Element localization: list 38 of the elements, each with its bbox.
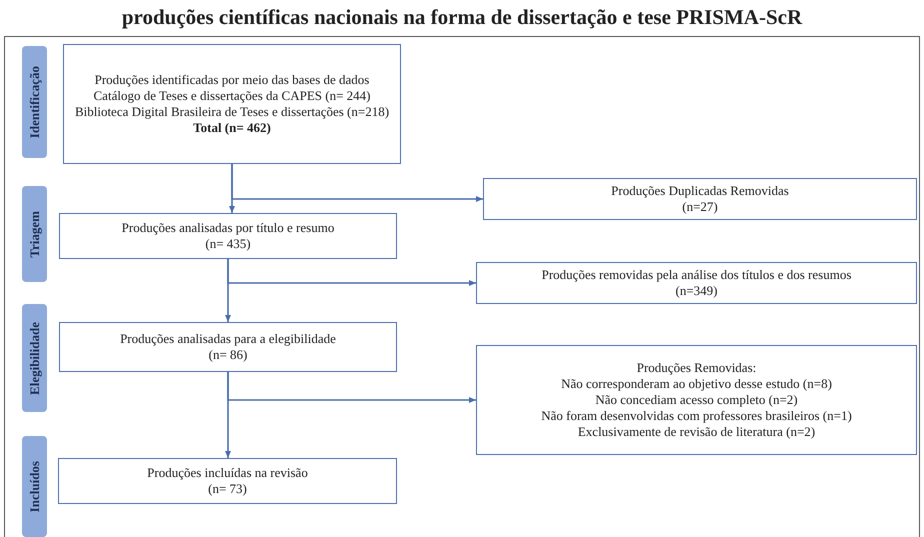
box-text: Não foram desenvolvidas com professores brasileiros (n=1) bbox=[541, 408, 852, 424]
arrow bbox=[229, 164, 235, 213]
phase-label: Identificação bbox=[26, 66, 43, 138]
process-box bbox=[476, 262, 917, 304]
box-text: (n= 73) bbox=[208, 481, 247, 497]
process-box bbox=[483, 178, 917, 220]
phase-band bbox=[22, 186, 47, 282]
process-box bbox=[59, 213, 397, 259]
process-box bbox=[63, 44, 401, 164]
diagram-title: produções científicas nacionais na forma de dissertação e tese PRISMA-ScR bbox=[120, 4, 804, 30]
phase-band bbox=[22, 436, 47, 537]
box-text: Produções analisadas para a elegibilidade bbox=[120, 331, 336, 347]
phase-label: Elegibilidade bbox=[26, 322, 43, 394]
box-text: Total (n= 462) bbox=[193, 120, 271, 136]
box-text: Produções Duplicadas Removidas bbox=[611, 183, 789, 199]
process-box bbox=[59, 322, 397, 372]
phase-label: Triagem bbox=[26, 210, 43, 258]
box-text: Produções Removidas: bbox=[636, 360, 756, 376]
phase-band bbox=[22, 46, 47, 158]
box-text: Exclusivamente de revisão de literatura (n=2) bbox=[578, 424, 816, 440]
arrow bbox=[225, 372, 231, 458]
box-text: Produções identificadas por meio das bases de dados bbox=[94, 72, 370, 88]
process-box bbox=[58, 458, 397, 504]
box-text: (n=27) bbox=[682, 199, 718, 215]
box-text: (n= 435) bbox=[205, 236, 251, 252]
box-text: Não corresponderam ao objetivo desse estudo (n=8) bbox=[561, 376, 832, 392]
box-text: Biblioteca Digital Brasileira de Teses e dissertações (n=218) bbox=[74, 104, 390, 120]
arrow bbox=[225, 259, 231, 322]
box-text: Produções analisadas por título e resumo bbox=[122, 220, 334, 236]
box-text: Catálogo de Teses e dissertações da CAPES (n= 244) bbox=[94, 88, 370, 104]
box-text: Produções incluídas na revisão bbox=[147, 465, 308, 481]
phase-label: Incluídos bbox=[26, 460, 43, 512]
box-text: Produções removidas pela análise dos títulos e dos resumos bbox=[542, 267, 852, 283]
process-box bbox=[476, 345, 917, 455]
box-text: (n= 86) bbox=[208, 347, 248, 363]
box-text: Não concediam acesso completo (n=2) bbox=[595, 392, 798, 408]
phase-band bbox=[22, 304, 47, 412]
box-text: (n=349) bbox=[676, 283, 718, 299]
